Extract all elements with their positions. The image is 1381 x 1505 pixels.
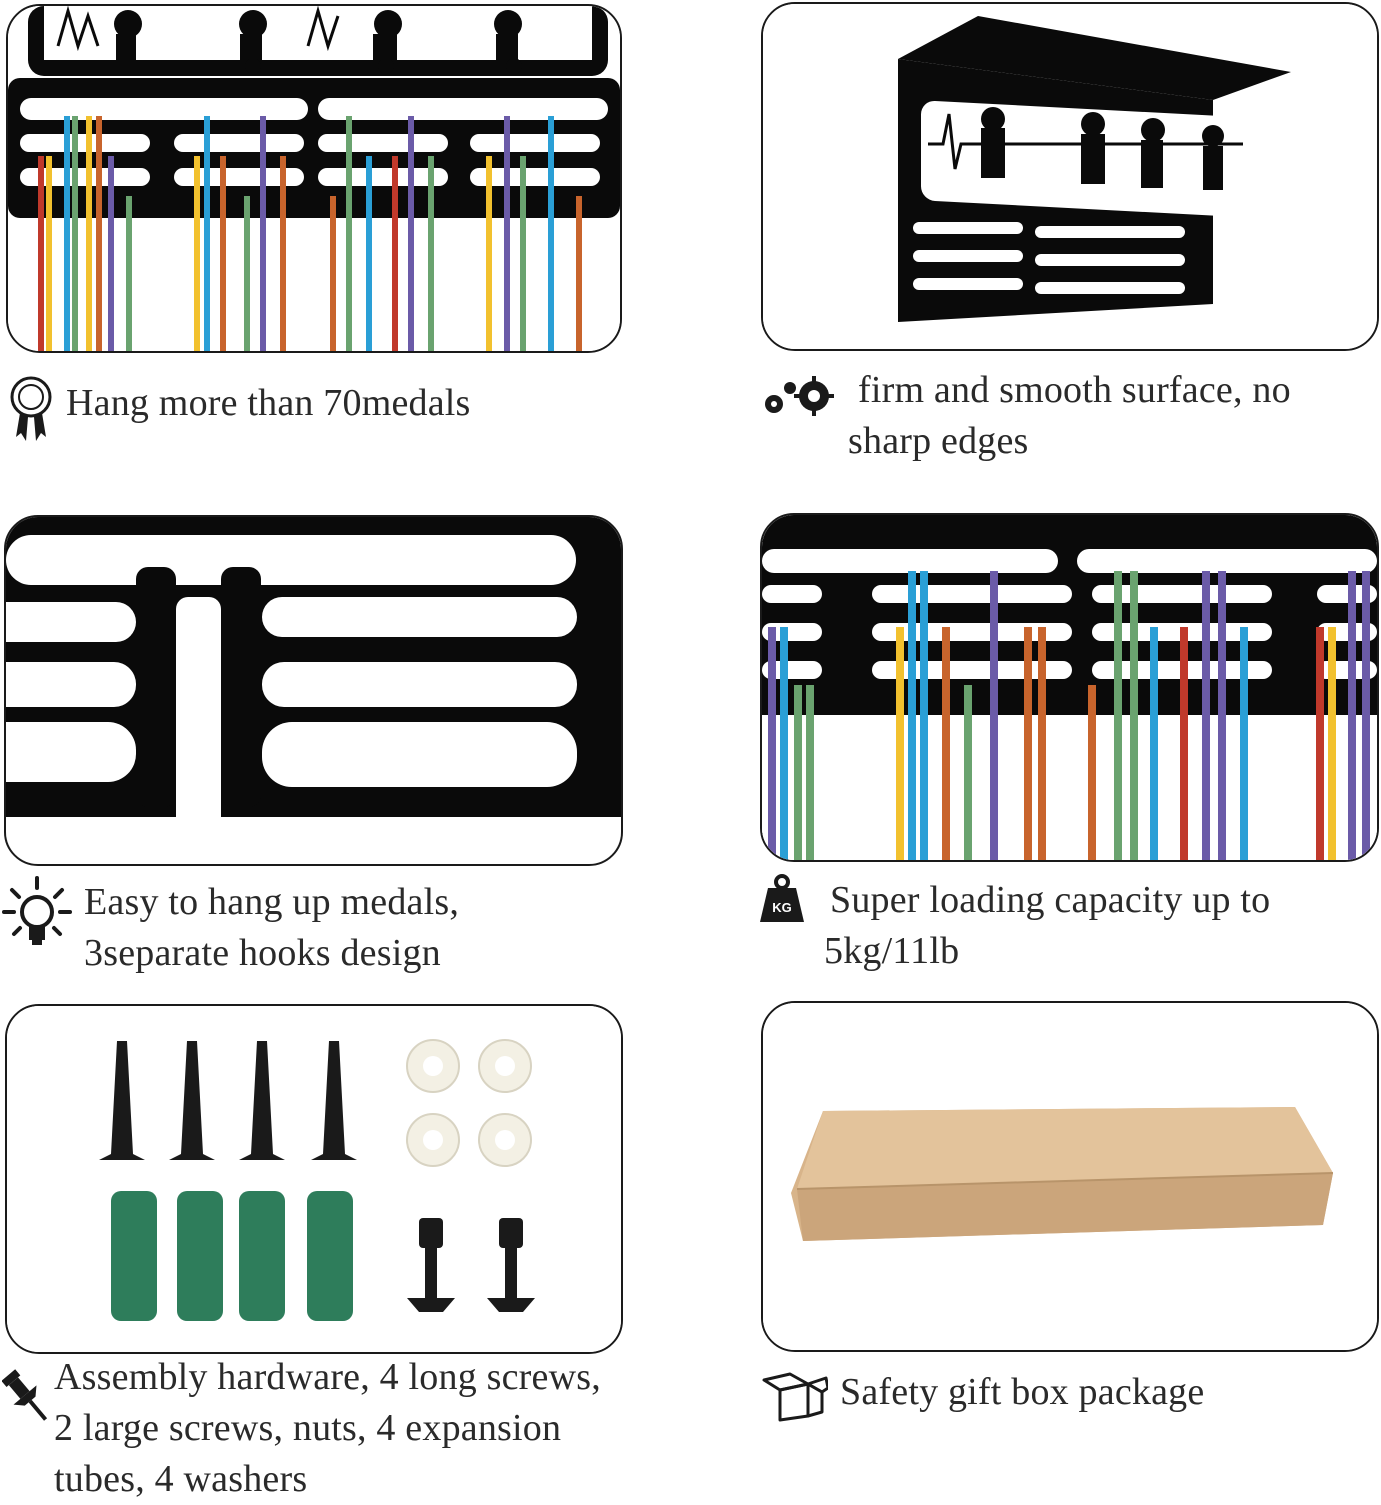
feature-caption-hooks-design: Easy to hang up medals, 3separate hooks …: [84, 881, 460, 974]
product-image-hooks-closeup: [4, 515, 623, 866]
product-image-rack-medals: [6, 4, 622, 353]
feature-caption-gift-box: Safety gift box package: [840, 1371, 1205, 1413]
medal-ribbon-icon: [8, 375, 54, 443]
product-image-hardware: [5, 1004, 623, 1354]
product-image-gift-box: [761, 1001, 1379, 1352]
feature-caption-assembly-hardware: Assembly hardware, 4 long screws, 2 larg…: [54, 1356, 601, 1500]
product-image-rack-shelf: [761, 2, 1379, 351]
open-box-icon: [760, 1370, 828, 1422]
svg-text:KG: KG: [772, 900, 792, 915]
expansion-tubes: [111, 1191, 353, 1321]
product-image-medals-loaded: [760, 513, 1379, 862]
pushpin-icon: [2, 1365, 48, 1431]
feature-caption-load-capacity: Super loading capacity up to 5kg/11lb: [824, 879, 1271, 972]
lightbulb-icon: [2, 876, 72, 948]
long-screws: [99, 1041, 357, 1160]
feature-caption-smooth-surface: firm and smooth surface, no sharp edges: [848, 369, 1291, 462]
gears-icon: [760, 374, 834, 418]
weight-kg-icon: KG: [760, 874, 804, 922]
feature-caption-medal-capacity: Hang more than 70medals: [66, 382, 471, 424]
large-screws: [407, 1218, 535, 1312]
